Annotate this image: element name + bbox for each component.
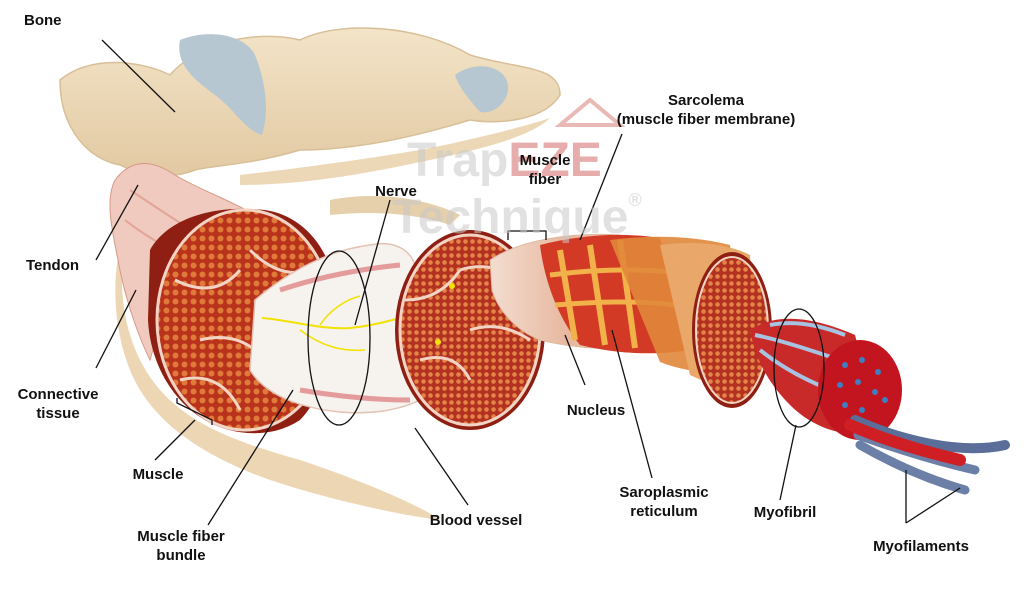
label-saroplasmic-reticulum-line2: reticulum [630, 503, 698, 520]
label-sarcolema: Sarcolema (muscle fiber membrane) [600, 91, 812, 129]
label-muscle-fiber-line2: fiber [528, 171, 562, 188]
bundle-tube [249, 243, 421, 414]
watermark-line1: TrapEZE [407, 133, 602, 188]
watermark-prefix: Trap [407, 134, 509, 187]
label-muscle-fiber: Muscle fiber [508, 151, 582, 189]
watermark-logo [554, 97, 626, 127]
label-sarcolema-line2: (muscle fiber membrane) [616, 111, 796, 128]
label-nucleus: Nucleus [566, 402, 626, 419]
label-muscle-fiber-line1: Muscle [519, 152, 571, 169]
bone-lower [115, 180, 460, 520]
label-saroplasmic-reticulum-line1: Saroplasmic [619, 484, 709, 501]
label-nerve: Nerve [375, 183, 417, 200]
label-blood-vessel: Blood vessel [429, 512, 523, 529]
label-saroplasmic-reticulum: Saroplasmic reticulum [604, 483, 724, 521]
label-connective-tissue: Connective tissue [8, 385, 108, 423]
label-muscle-fiber-bundle: Muscle fiber bundle [116, 527, 246, 565]
label-connective-tissue-line2: tissue [36, 405, 80, 422]
label-myofibril: Myofibril [753, 504, 817, 521]
label-tendon: Tendon [26, 257, 80, 274]
watermark-registered: ® [628, 190, 642, 210]
label-connective-tissue-line1: Connective [17, 386, 99, 403]
myofibril-tube [750, 318, 1010, 495]
watermark-technique: Technique [392, 191, 629, 244]
watermark-line2: Technique® [392, 190, 642, 245]
label-muscle-fiber-bundle-line1: Muscle fiber [137, 528, 225, 545]
label-muscle: Muscle [132, 466, 184, 483]
leader-lines [95, 39, 961, 526]
label-sarcolema-line1: Sarcolema [668, 92, 744, 109]
label-muscle-fiber-bundle-line2: bundle [156, 547, 206, 564]
label-bone: Bone [24, 12, 62, 29]
label-myofilaments: Myofilaments [873, 538, 969, 555]
watermark-highlight: EZE [508, 134, 602, 187]
myofibril-cross-section [692, 252, 772, 408]
